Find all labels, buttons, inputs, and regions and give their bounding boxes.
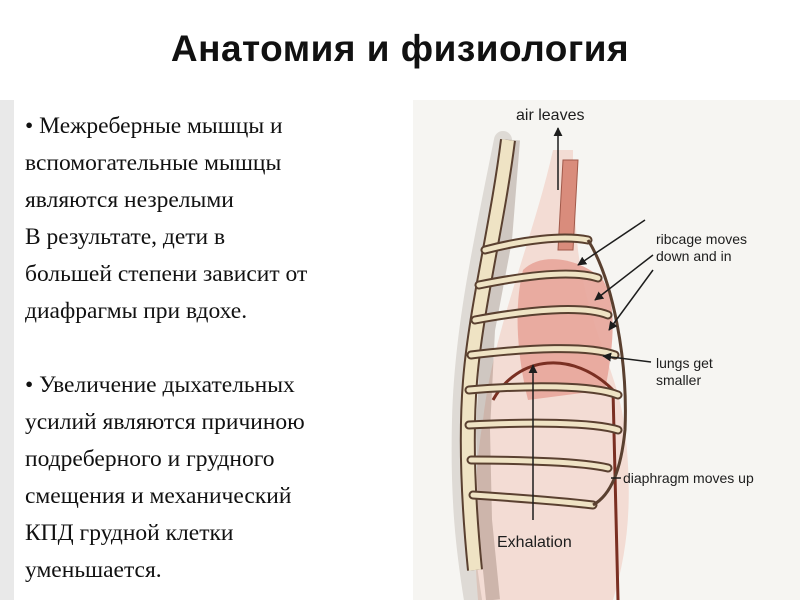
- arrow-ribcage-1: [577, 219, 646, 266]
- exhalation-diagram: air leaves ribcage moves down and in lun…: [413, 100, 800, 600]
- text-line: смещения и механический: [25, 483, 292, 509]
- label-exhalation: Exhalation: [497, 534, 572, 551]
- text-line: вспомогательные мышцы: [25, 150, 282, 176]
- arrow-ribcage-2: [594, 254, 654, 301]
- left-margin-bar: [0, 100, 14, 600]
- label-diaphragm: diaphragm moves up: [623, 470, 754, 486]
- text-line: являются незрелыми: [25, 187, 234, 213]
- paragraph-spacer: [25, 330, 410, 367]
- text-line: • Увеличение дыхательных: [25, 372, 295, 398]
- label-lungs-line1: lungs get: [656, 355, 713, 371]
- label-air-leaves: air leaves: [516, 107, 585, 124]
- label-ribcage-line1: ribcage moves: [656, 231, 748, 247]
- arrow-ribcage-3: [608, 269, 654, 331]
- slide-title: Анатомия и физиология: [170, 28, 630, 69]
- text-line: подреберного и грудного: [25, 446, 275, 472]
- text-line: • Межреберные мышцы и: [25, 113, 283, 139]
- text-line: большей степени зависит от: [25, 261, 308, 287]
- arrow-lungs: [602, 352, 652, 363]
- vertebrae: [475, 139, 520, 600]
- rib-outline: [586, 239, 627, 507]
- paragraph-1: • Межреберные мышцы и вспомогательные мы…: [25, 108, 410, 330]
- body-text: • Межреберные мышцы и вспомогательные мы…: [25, 108, 410, 589]
- label-lungs-line2: smaller: [656, 372, 702, 388]
- text-line: уменьшается.: [25, 557, 162, 583]
- trachea: [557, 159, 579, 251]
- paragraph-2: • Увеличение дыхательных усилий являются…: [25, 367, 410, 589]
- chest-illustration: [413, 100, 800, 600]
- text-line: КПД грудной клетки: [25, 520, 234, 546]
- text-line: В результате, дети в: [25, 224, 226, 250]
- label-ribcage-line2: down and in: [656, 248, 732, 264]
- text-line: усилий являются причиною: [25, 409, 305, 435]
- text-line: диафрагмы при вдохе.: [25, 298, 248, 324]
